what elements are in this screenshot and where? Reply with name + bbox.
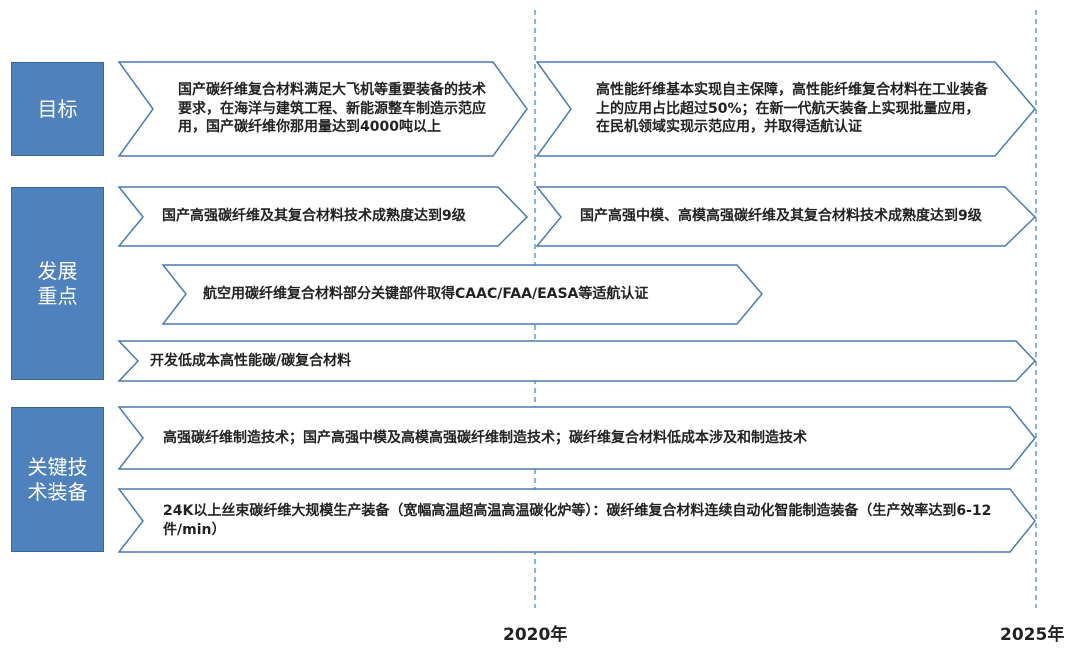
category-goal: 目标 [11, 62, 104, 156]
focus-2020-text: 国产高强碳纤维及其复合材料技术成熟度达到9级 [162, 208, 466, 225]
category-development-focus: 发展 重点 [11, 187, 104, 380]
manufacturing-tech-text: 高强碳纤维制造技术；国产高强中模及高模高强碳纤维制造技术；碳纤维复合材料低成本涉… [163, 429, 807, 446]
arrow-airworthiness [161, 264, 763, 325]
category-goal-label: 目标 [37, 96, 78, 121]
focus-2025-text: 国产高强中模、高模高强碳纤维及其复合材料技术成熟度达到9级 [580, 208, 982, 225]
airworthiness-text: 航空用碳纤维复合材料部分关键部件取得CAAC/FAA/EASA等适航认证 [203, 286, 649, 303]
category-key-tech-label-1: 关键技 [27, 454, 88, 479]
goal-2020-text: 国产碳纤维复合材料满足大飞机等重要装备的技术要求，在海洋与建筑工程、新能源整车制… [178, 81, 486, 136]
category-development-focus-label-1: 发展 [37, 258, 78, 283]
arrow-goal-2020 [117, 61, 528, 157]
low-cost-cc-text: 开发低成本高性能碳/碳复合材料 [150, 352, 352, 369]
category-key-tech-equipment: 关键技 术装备 [11, 407, 104, 552]
equipment-text: 24K以上丝束碳纤维大规模生产装备（宽幅高温超高温高温碳化炉等）：碳纤维复合材料… [163, 502, 992, 538]
year-2020-label: 2020年 [503, 625, 568, 645]
arrow-low-cost-cc [117, 340, 1037, 382]
arrow-focus-2020 [117, 186, 529, 247]
arrow-equipment [117, 488, 1036, 553]
goal-2025-text: 高性能纤维基本实现自主保障，高性能纤维复合材料在工业装备上的应用占比超过50%；… [596, 81, 988, 136]
arrow-goal-2025 [535, 61, 1036, 157]
year-2025-label: 2025年 [1000, 625, 1065, 645]
category-development-focus-label-2: 重点 [37, 283, 78, 308]
category-key-tech-label-2: 术装备 [27, 479, 88, 504]
arrow-manufacturing-tech [117, 406, 1036, 470]
arrow-focus-2025 [535, 186, 1037, 247]
